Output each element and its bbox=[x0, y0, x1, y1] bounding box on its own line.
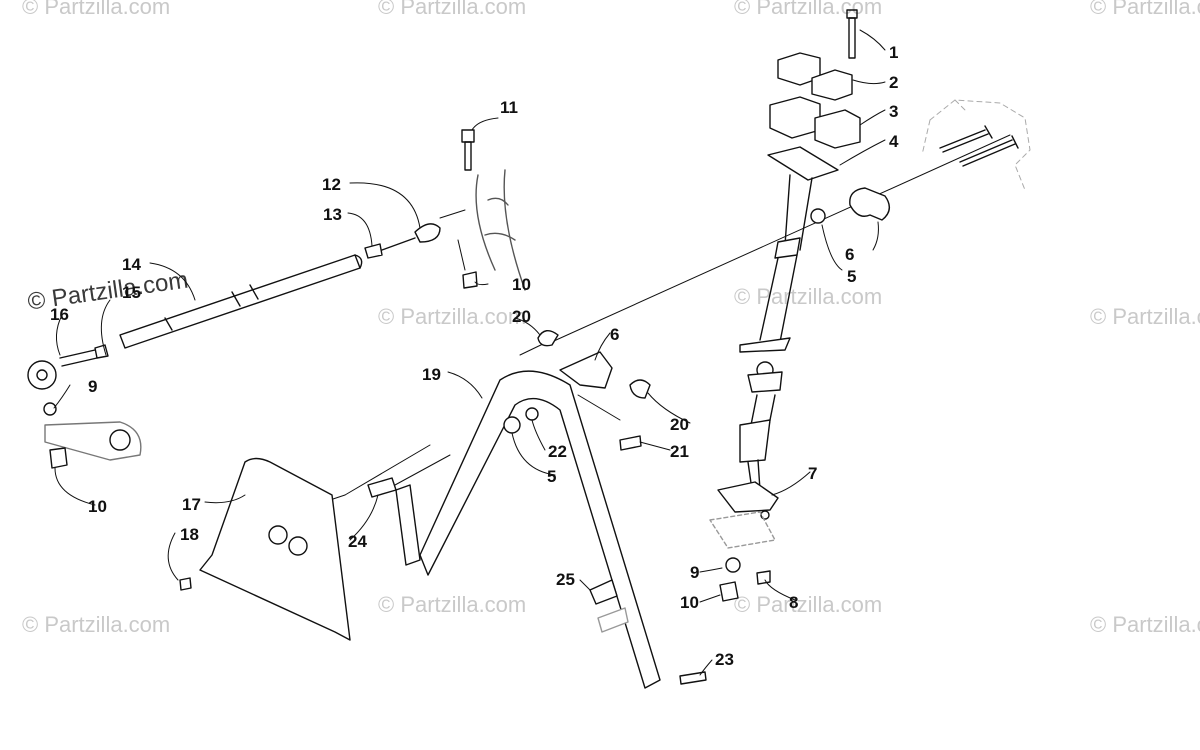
watermark: © Partzilla.com bbox=[22, 0, 171, 19]
fitting bbox=[589, 579, 618, 605]
callout-23: 23 bbox=[715, 650, 734, 669]
steering-arm bbox=[709, 481, 779, 549]
callout-3: 3 bbox=[889, 102, 898, 121]
callout-8: 8 bbox=[789, 593, 798, 612]
nut bbox=[462, 271, 478, 289]
watermark: © Partzilla.com bbox=[1090, 0, 1200, 19]
frame-tube bbox=[475, 169, 526, 291]
handlebar-clamp-lower bbox=[769, 96, 861, 149]
watermark: © Partzilla.com bbox=[22, 612, 171, 637]
hoop-leg bbox=[395, 484, 421, 566]
watermark: © Partzilla.com bbox=[1090, 612, 1200, 637]
center-bracket bbox=[559, 351, 613, 389]
callout-20a: 20 bbox=[512, 307, 531, 326]
callout-25: 25 bbox=[556, 570, 575, 589]
watermark: © Partzilla.com bbox=[378, 592, 527, 617]
callout-10c: 10 bbox=[680, 593, 699, 612]
switch bbox=[367, 477, 397, 498]
callout-13: 13 bbox=[323, 205, 342, 224]
callout-labels: 1 2 3 4 5 5 5 6 6 7 8 9 9 10 10 10 11 12… bbox=[50, 43, 899, 669]
callout-9a: 9 bbox=[88, 377, 97, 396]
screw bbox=[179, 577, 192, 591]
callout-14: 14 bbox=[122, 255, 141, 274]
frame-outline bbox=[921, 99, 1031, 191]
watermark: © Partzilla.com bbox=[734, 0, 883, 19]
nut bbox=[756, 570, 771, 585]
reference-lines bbox=[329, 134, 1011, 501]
watermark: © Partzilla.com bbox=[734, 284, 883, 309]
hose-clamp bbox=[537, 330, 559, 347]
callout-9b: 9 bbox=[690, 563, 699, 582]
callout-19: 19 bbox=[422, 365, 441, 384]
long-bolts bbox=[939, 125, 1019, 167]
watermark: © Partzilla.com bbox=[378, 0, 527, 19]
callout-7: 7 bbox=[808, 464, 817, 483]
callout-22: 22 bbox=[548, 442, 567, 461]
callout-24: 24 bbox=[348, 532, 367, 551]
handlebar-clamp-upper bbox=[777, 52, 853, 101]
callout-20b: 20 bbox=[670, 415, 689, 434]
callout-10a: 10 bbox=[88, 497, 107, 516]
shield-panel bbox=[199, 457, 351, 641]
tie-rod bbox=[119, 223, 441, 349]
watermark: © Partzilla.com bbox=[734, 592, 883, 617]
callout-12: 12 bbox=[322, 175, 341, 194]
upper-bolt bbox=[461, 129, 475, 171]
callout-10b: 10 bbox=[512, 275, 531, 294]
bolt bbox=[679, 671, 707, 685]
callout-16: 16 bbox=[50, 305, 69, 324]
bushing bbox=[810, 208, 826, 224]
callout-21: 21 bbox=[670, 442, 689, 461]
column-clamp bbox=[849, 187, 890, 221]
panel-hole bbox=[268, 525, 288, 545]
callout-6b: 6 bbox=[610, 325, 619, 344]
steering-column bbox=[739, 146, 839, 491]
callout-1: 1 bbox=[889, 43, 898, 62]
bushing bbox=[503, 416, 521, 434]
callout-2: 2 bbox=[889, 73, 898, 92]
callout-18: 18 bbox=[180, 525, 199, 544]
tie-rod-end bbox=[27, 344, 109, 390]
callout-17: 17 bbox=[182, 495, 201, 514]
watermark: © Partzilla.com bbox=[378, 304, 527, 329]
column-bolt bbox=[846, 9, 858, 59]
washer bbox=[725, 557, 741, 573]
hose-clamp bbox=[629, 379, 651, 399]
callout-5b: 5 bbox=[547, 467, 556, 486]
locknut bbox=[719, 581, 739, 602]
hoop-frame bbox=[419, 370, 661, 689]
callout-6a: 6 bbox=[845, 245, 854, 264]
callout-5a: 5 bbox=[847, 267, 856, 286]
callout-4: 4 bbox=[889, 132, 899, 151]
callout-11: 11 bbox=[500, 98, 518, 117]
callout-leaders bbox=[53, 29, 886, 676]
panel-hole bbox=[288, 536, 308, 556]
washer bbox=[525, 407, 539, 421]
fitting-base bbox=[597, 607, 629, 633]
pin bbox=[619, 435, 642, 451]
watermark: © Partzilla.com bbox=[1090, 304, 1200, 329]
callout-15: 15 bbox=[122, 283, 141, 302]
pitman-arm bbox=[43, 402, 142, 469]
